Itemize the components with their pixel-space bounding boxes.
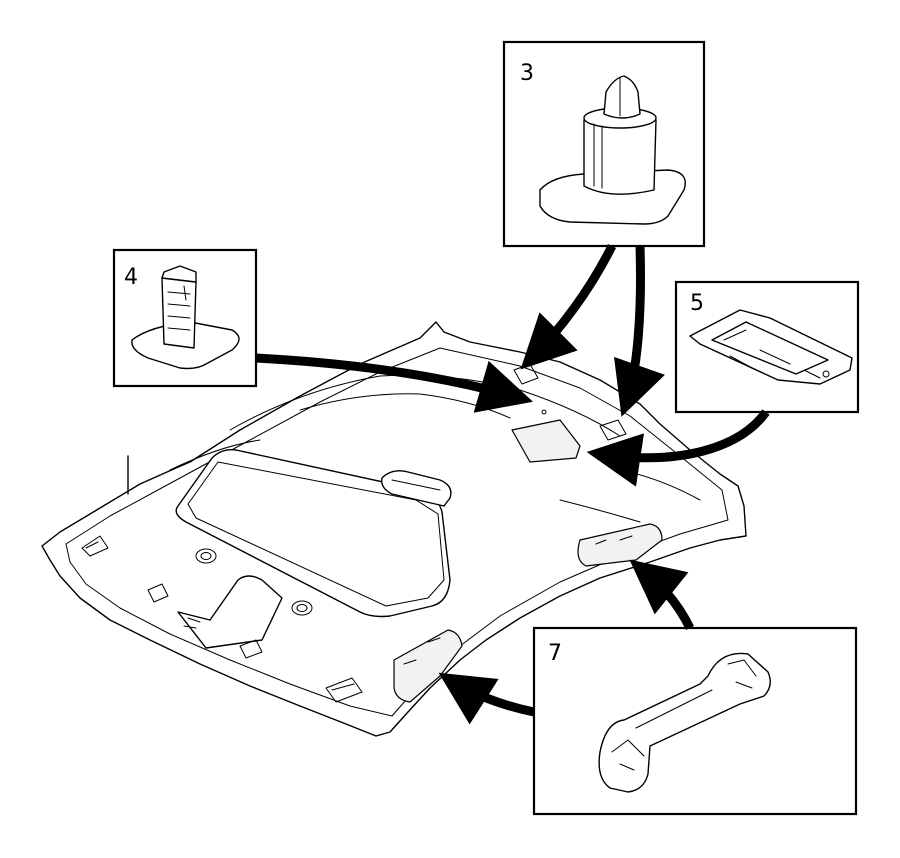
callout-4: 4	[112, 248, 258, 388]
callout-number-4: 4	[124, 265, 138, 290]
headliner-panel-icon	[41, 321, 747, 737]
callout-7: 7	[532, 626, 858, 816]
sunroof-frame-icon	[689, 309, 853, 385]
callout-number-7: 7	[548, 641, 562, 666]
callout-number-5: 3	[520, 61, 534, 86]
callout-5: 3	[502, 40, 706, 248]
retaining-clip-icon	[131, 265, 240, 370]
grab-handle-icon	[598, 652, 771, 793]
push-pin-fastener-icon	[539, 75, 686, 225]
leader-arrows	[255, 243, 770, 725]
callout-3: 5	[674, 280, 860, 414]
callout-number-3: 5	[690, 291, 704, 316]
